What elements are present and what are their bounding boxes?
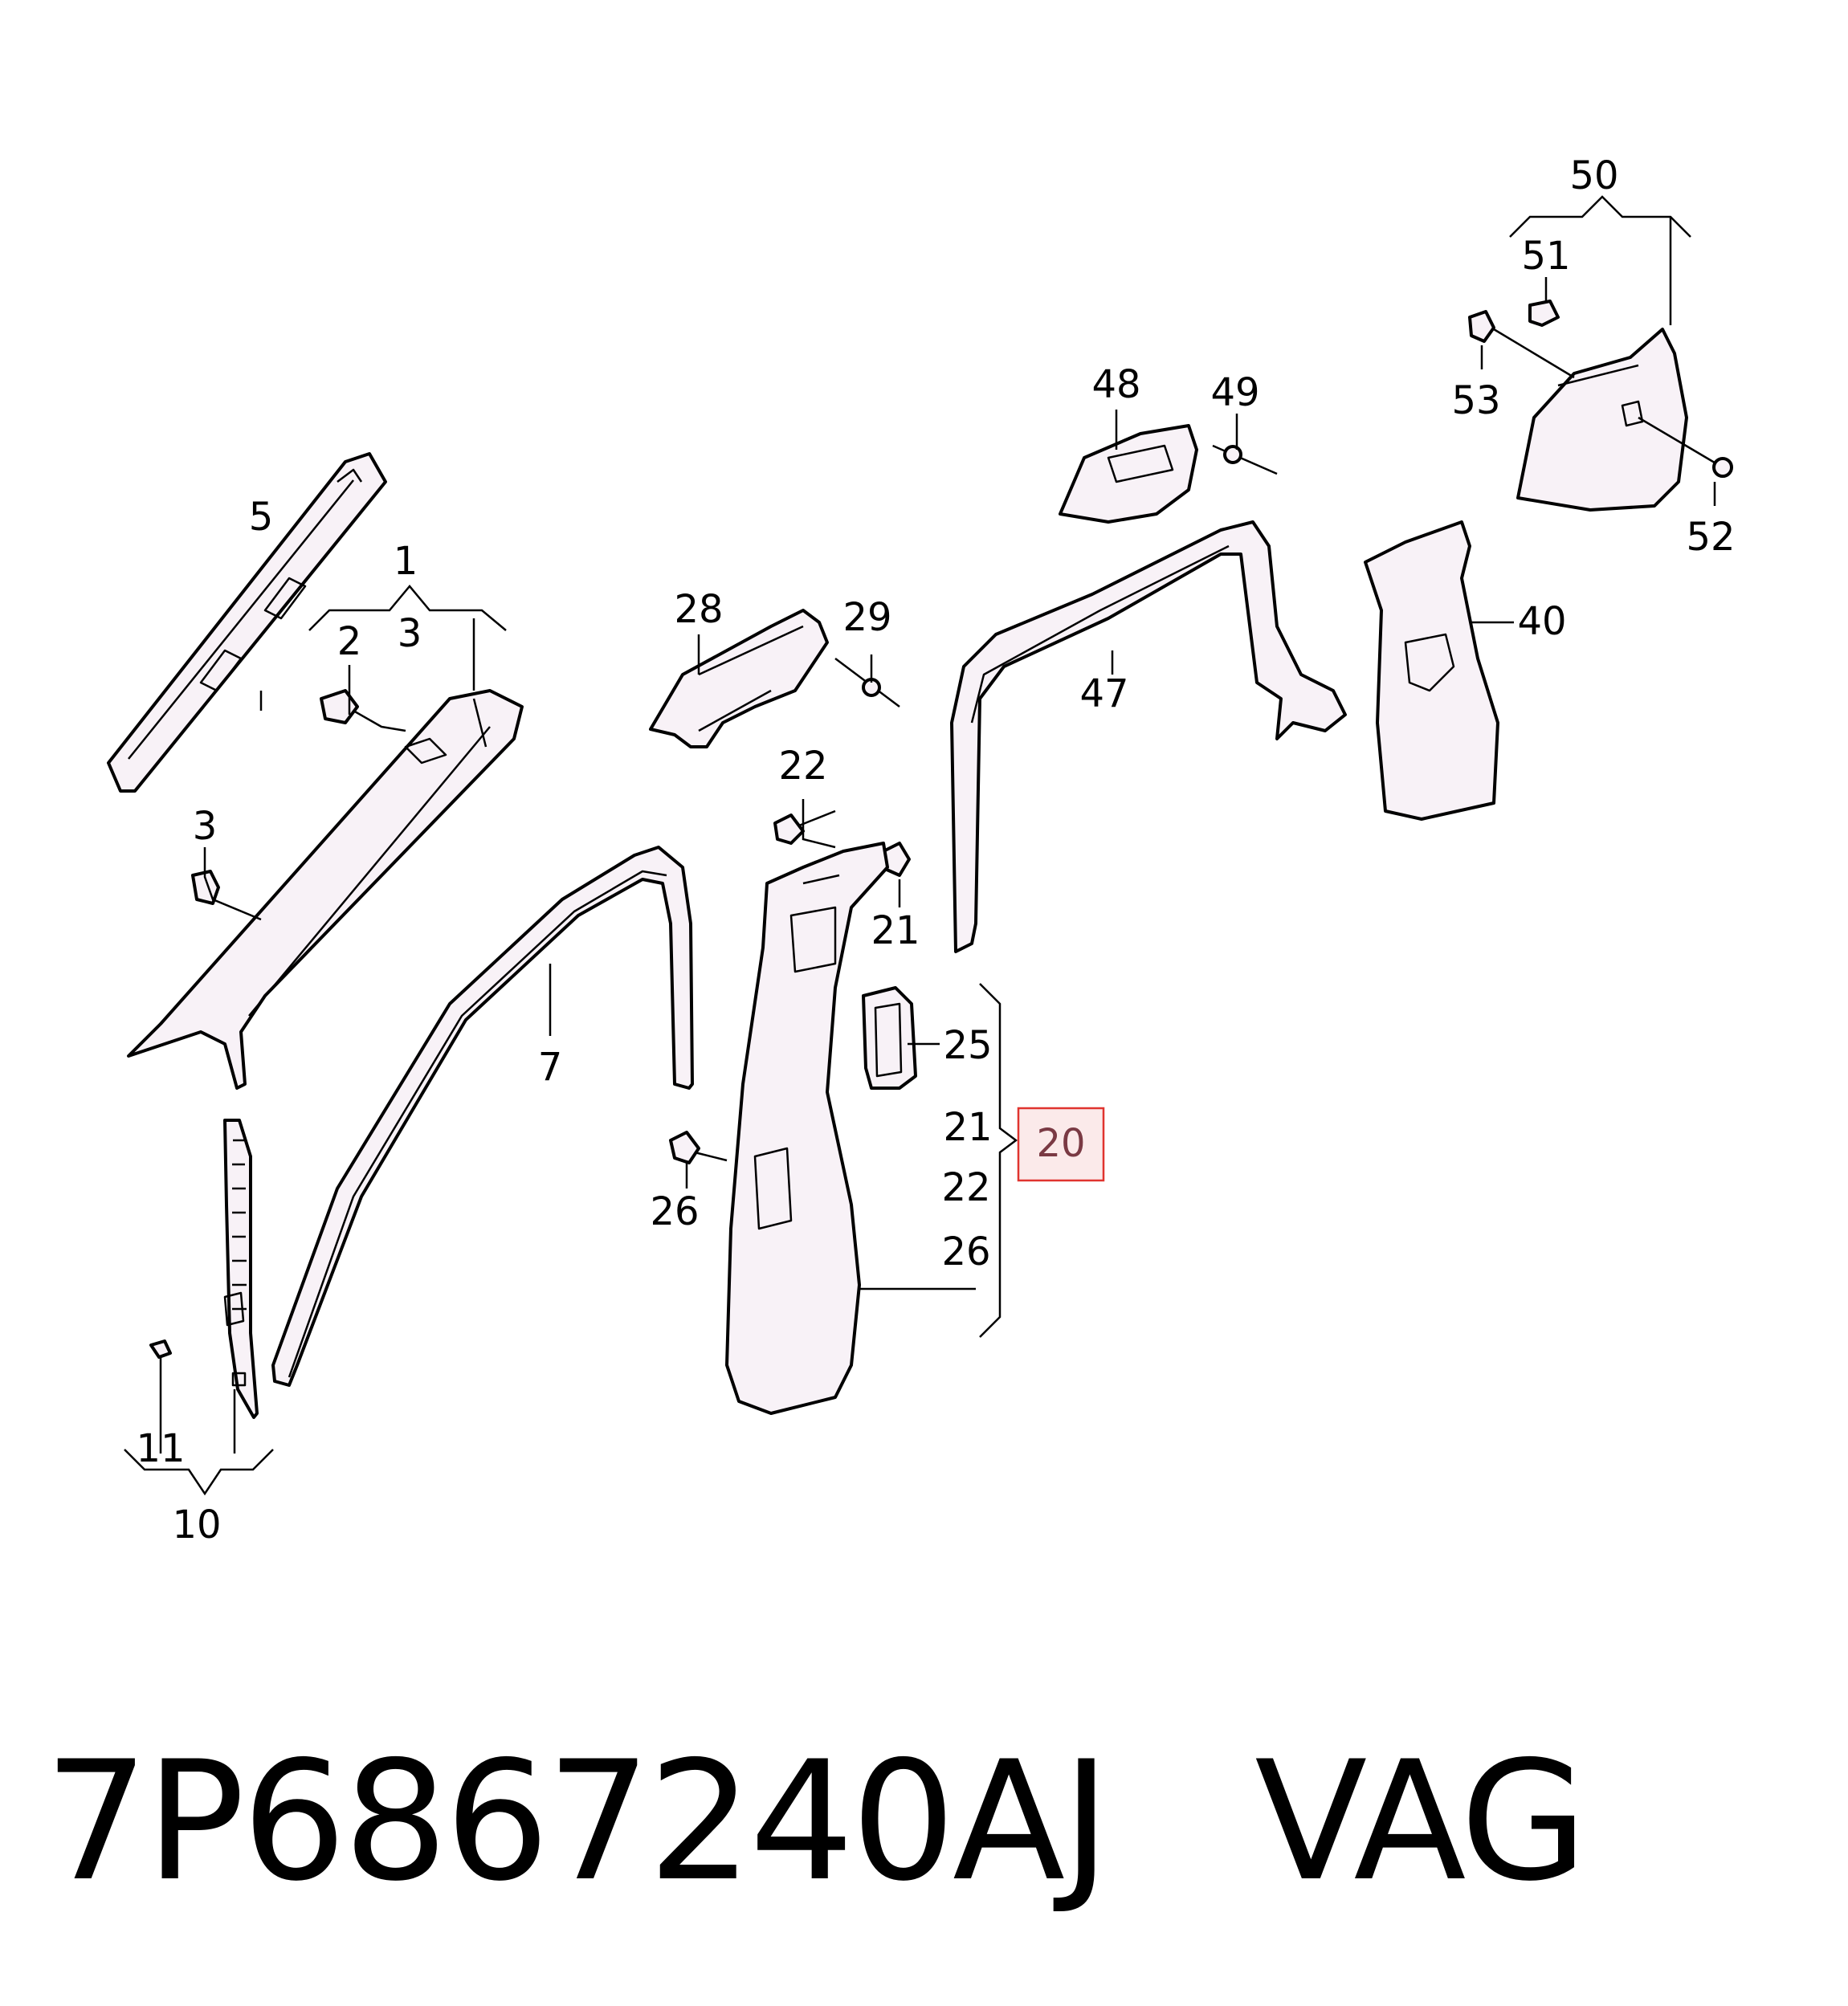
- label-5: 5: [249, 495, 274, 540]
- part-11-clip: [149, 1339, 172, 1359]
- label-49: 49: [1210, 370, 1259, 415]
- label-22-upper: 22: [778, 744, 827, 789]
- part-10-lower-trim: [223, 1119, 259, 1419]
- label-3-lower: 3: [193, 804, 218, 849]
- part-52-screw: [1638, 416, 1733, 478]
- label-29: 29: [842, 595, 891, 640]
- part-40-c-pillar-trim: [1364, 520, 1499, 821]
- label-20-highlighted: 20: [1036, 1121, 1085, 1166]
- label-22-group: 22: [941, 1165, 990, 1210]
- part-2-clip: [320, 689, 406, 732]
- part-28-trim: [649, 609, 829, 748]
- part-7-door-seal: [271, 846, 694, 1387]
- part-51-clip: [1528, 300, 1560, 327]
- part-25-bracket: [862, 986, 917, 1090]
- label-2: 2: [337, 619, 362, 664]
- label-51: 51: [1521, 234, 1570, 279]
- part-49-screw: [1212, 444, 1278, 475]
- part-47-rear-door-seal: [950, 520, 1347, 953]
- part-20-highlight-box: [1017, 1107, 1105, 1182]
- label-47: 47: [1079, 671, 1128, 716]
- part-50-rear-trim: [1516, 328, 1688, 512]
- label-40: 40: [1517, 599, 1566, 644]
- brand-name: VAG: [1254, 1727, 1588, 1918]
- label-53: 53: [1451, 378, 1500, 423]
- part-5-trim-strip: [107, 452, 387, 793]
- label-21-group: 21: [943, 1105, 992, 1150]
- part-26-clip: [669, 1131, 700, 1164]
- label-26-group: 26: [941, 1229, 990, 1274]
- label-52: 52: [1686, 515, 1735, 560]
- label-50: 50: [1569, 153, 1618, 198]
- part-number: 7P6867240AJ: [44, 1727, 1111, 1918]
- label-10: 10: [172, 1502, 221, 1547]
- part-48-trim-cap: [1059, 424, 1198, 524]
- part-number-caption: 7P6867240AJ VAG: [44, 1727, 1588, 1918]
- label-7: 7: [538, 1045, 563, 1090]
- part-labels: 1 2 3 3 5 7 10 11 28 29 22 21 25 26 21 2…: [136, 153, 1735, 1547]
- part-1-a-pillar-trim: [127, 689, 524, 1090]
- label-21-upper: 21: [871, 908, 920, 953]
- part-20-b-pillar-trim: [725, 842, 889, 1415]
- label-11: 11: [136, 1426, 185, 1471]
- part-53-clip: [1468, 310, 1575, 379]
- label-25: 25: [943, 1023, 992, 1068]
- label-3-upper: 3: [398, 611, 422, 656]
- leader-lines: [124, 195, 1716, 1496]
- part-22-screw: [773, 809, 836, 845]
- label-28: 28: [674, 587, 723, 632]
- label-1: 1: [394, 539, 418, 584]
- label-26-left: 26: [650, 1189, 699, 1234]
- part-29-screw: [834, 658, 900, 707]
- label-48: 48: [1091, 362, 1140, 407]
